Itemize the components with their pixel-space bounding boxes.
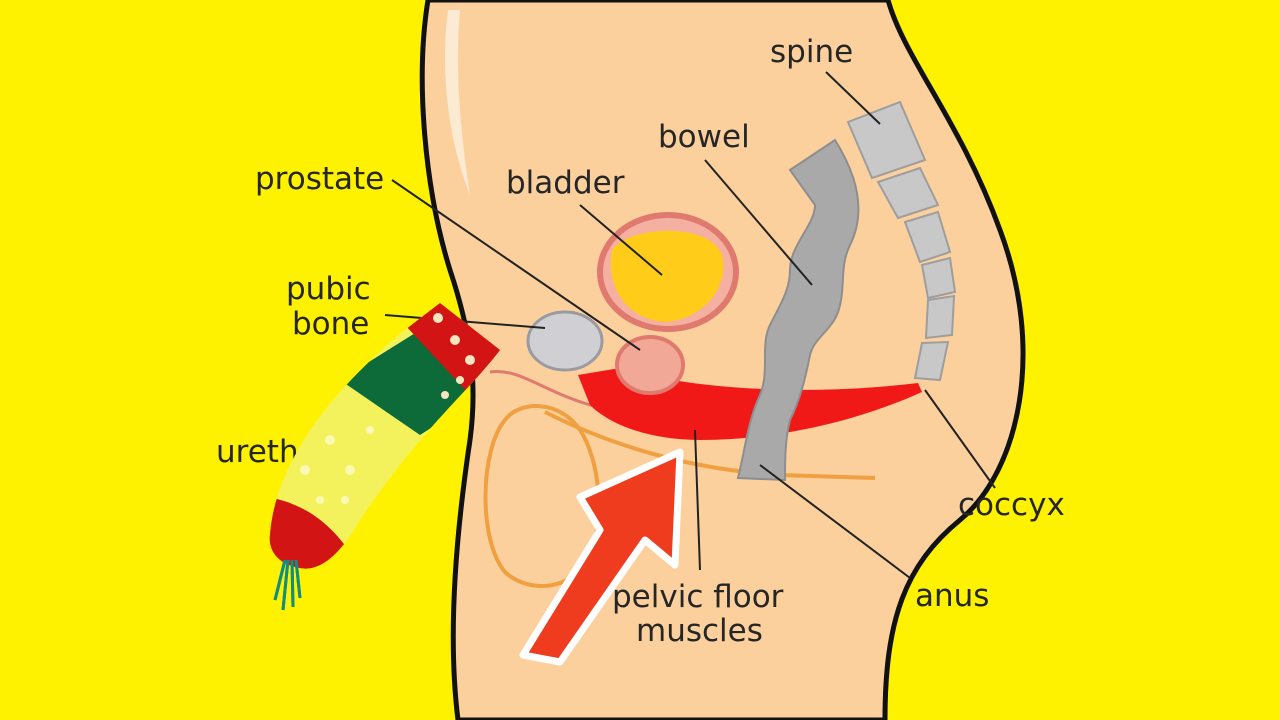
red-arrow-icon bbox=[519, 448, 684, 666]
spine-vertebrae bbox=[846, 100, 957, 382]
label-bladder: bladder bbox=[506, 165, 625, 201]
label-pelvic-floor: pelvic floor bbox=[612, 579, 784, 615]
label-muscles: muscles bbox=[636, 613, 763, 649]
label-coccyx: coccyx bbox=[958, 487, 1065, 523]
leader-coccyx bbox=[924, 389, 996, 489]
leader-prostate bbox=[391, 179, 641, 351]
label-pubic: pubic bbox=[286, 271, 371, 307]
body-silhouette bbox=[419, 0, 1026, 720]
vertebra bbox=[846, 100, 927, 180]
prostate-shape bbox=[615, 335, 685, 395]
leader-anus bbox=[759, 464, 911, 579]
vertebra bbox=[913, 340, 950, 382]
skin-highlight bbox=[444, 10, 470, 195]
label-bone: bone bbox=[292, 306, 369, 342]
pubic-bone-shape bbox=[526, 310, 604, 372]
leader-bowel bbox=[704, 159, 813, 286]
label-anus: anus bbox=[915, 578, 989, 614]
bowel-shape bbox=[736, 138, 860, 482]
vertebra bbox=[903, 210, 952, 264]
label-prostate: prostate bbox=[255, 161, 384, 197]
label-urethra: urethra bbox=[216, 434, 330, 470]
leader-bladder bbox=[579, 204, 663, 276]
leader-pelvic-floor bbox=[694, 429, 701, 571]
bladder-fill bbox=[610, 230, 724, 322]
vertebra bbox=[876, 166, 940, 220]
vertebra bbox=[920, 256, 957, 300]
label-bowel: bowel bbox=[658, 119, 750, 155]
leader-spine bbox=[825, 71, 881, 125]
label-spine: spine bbox=[770, 34, 853, 70]
vertebra bbox=[924, 294, 956, 340]
